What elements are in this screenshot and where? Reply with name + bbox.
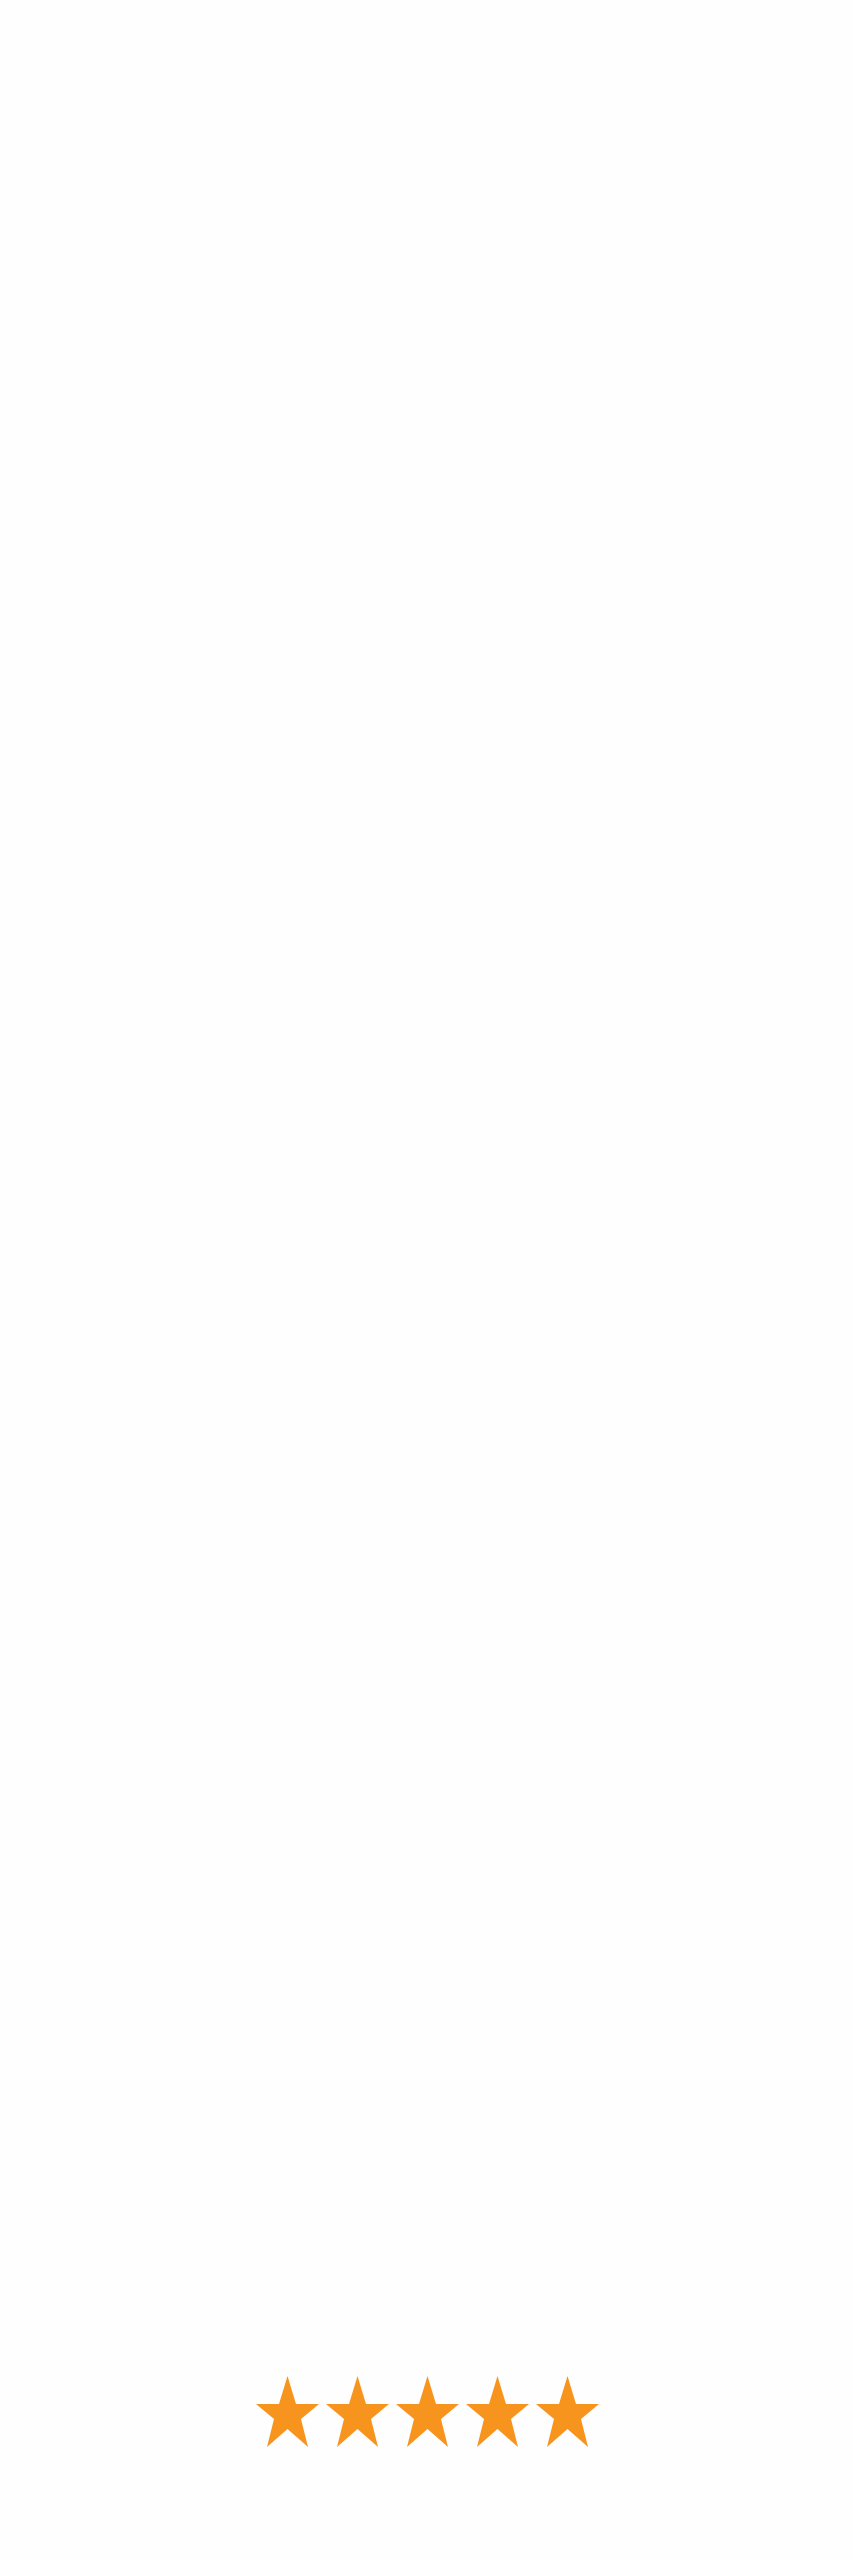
- star-icon: [466, 2376, 529, 2447]
- star-icon: [256, 2376, 319, 2447]
- star-icon: [396, 2376, 459, 2447]
- star-icon: [326, 2376, 389, 2447]
- star-icon: [536, 2376, 599, 2447]
- star-rating: [256, 2376, 599, 2447]
